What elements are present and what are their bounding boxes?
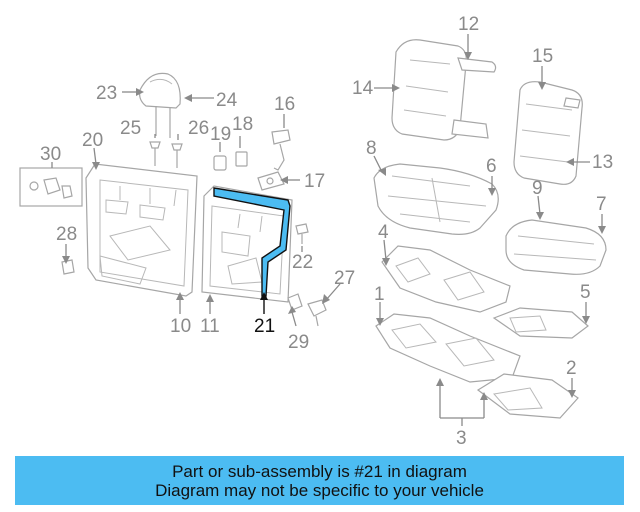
seat-base-frame-2: [476, 373, 579, 419]
label-13: 13: [592, 152, 613, 173]
label-8: 8: [366, 138, 377, 159]
label-21-highlighted: 21: [254, 316, 275, 337]
seat-back-cushion-right: [513, 81, 583, 185]
label-19: 19: [210, 124, 231, 145]
label-11: 11: [200, 316, 220, 337]
seat-cushion: [373, 163, 499, 235]
label-27: 27: [334, 268, 355, 289]
label-3: 3: [456, 428, 467, 449]
label-1: 1: [374, 284, 385, 305]
banner-line-1: Part or sub-assembly is #21 in diagram: [172, 461, 467, 481]
seat-frame-5: [492, 307, 589, 339]
leader-lines: [51, 34, 606, 426]
seat-cushion-right: [505, 219, 607, 275]
label-17: 17: [304, 171, 325, 192]
label-12: 12: [458, 14, 479, 35]
label-30: 30: [40, 144, 61, 165]
label-28: 28: [56, 224, 77, 245]
label-23: 23: [96, 83, 117, 104]
label-2: 2: [566, 358, 577, 379]
banner-line-2: Diagram may not be specific to your vehi…: [155, 480, 484, 500]
part-30-assembly: [19, 167, 83, 207]
callout-labels: 12 15 14 13 8 6 9 7 4 5 1 2 3 23 24 25 2…: [40, 14, 613, 449]
label-10: 10: [170, 316, 191, 337]
label-20: 20: [82, 130, 103, 151]
seat-back-frame-left: [85, 163, 198, 297]
label-18: 18: [232, 114, 253, 135]
label-7: 7: [596, 194, 607, 215]
label-5: 5: [580, 282, 591, 303]
label-14: 14: [352, 78, 374, 99]
small-parts: [61, 129, 327, 327]
label-29: 29: [288, 332, 309, 353]
label-15: 15: [532, 46, 553, 67]
parts-diagram: 12 15 14 13 8 6 9 7 4 5 1 2 3 23 24 25 2…: [19, 14, 613, 449]
label-6: 6: [486, 156, 497, 177]
info-banner: Part or sub-assembly is #21 in diagram D…: [15, 456, 624, 505]
label-26: 26: [188, 118, 209, 139]
label-24: 24: [216, 90, 238, 111]
seat-base-frame-1: [375, 313, 521, 383]
label-22: 22: [292, 252, 313, 273]
label-4: 4: [378, 222, 389, 243]
label-16: 16: [274, 94, 295, 115]
label-9: 9: [532, 178, 543, 199]
seat-frame-4: [381, 245, 511, 313]
seat-back-cushion: [391, 39, 497, 141]
headrest: [139, 72, 181, 138]
label-25: 25: [120, 118, 141, 139]
